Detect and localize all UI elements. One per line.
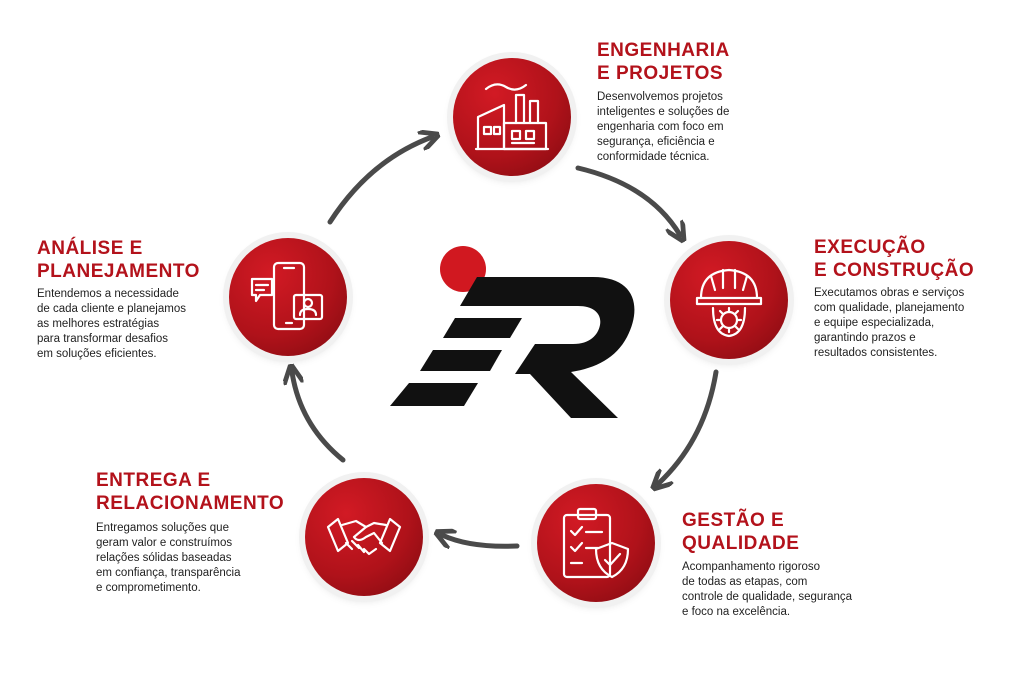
clipboard-shield-icon <box>562 507 630 579</box>
logo-red-dot <box>440 246 486 292</box>
arrow-entrega-to-analise <box>292 372 346 463</box>
arrow-engenharia-to-execucao <box>575 165 680 235</box>
step-analise-description: Entendemos a necessidade de cada cliente… <box>37 288 186 360</box>
step-gestao-description: Acompanhamento rigoroso de todas as etap… <box>682 561 853 618</box>
step-execucao-title: EXECUÇÃO E CONSTRUÇÃO <box>814 237 975 281</box>
helmet-gear-icon <box>695 268 763 338</box>
step-execucao-description: Executamos obras e serviços com qualidad… <box>814 287 965 359</box>
step-entrega-title: ENTREGA E RELACIONAMENTO <box>96 470 285 514</box>
step-engenharia-description: Desenvolvemos projetos inteligentes e so… <box>597 91 730 163</box>
handshake-icon <box>326 517 402 556</box>
step-engenharia-circle <box>453 58 571 176</box>
step-entrega-description: Entregamos soluções que geram valor e co… <box>96 522 241 594</box>
logo-speed-stripe-3 <box>390 383 478 406</box>
step-analise-circle <box>229 238 347 356</box>
step-engenharia-title: ENGENHARIA E PROJETOS <box>597 40 730 84</box>
phone-chat-icon <box>250 261 324 331</box>
step-analise-title: ANÁLISE E PLANEJAMENTO <box>37 238 200 282</box>
logo-speed-stripe-2 <box>420 350 502 371</box>
arrow-execucao-to-gestao <box>658 369 719 484</box>
logo-speed-stripe-1 <box>443 318 522 338</box>
step-gestao-circle <box>537 484 655 602</box>
factory-icon <box>474 83 550 151</box>
step-gestao-title: GESTÃO E QUALIDADE <box>682 510 800 554</box>
arrow-analise-to-engenharia <box>327 137 432 225</box>
step-entrega-circle <box>305 478 423 596</box>
logo-letter-r <box>460 277 635 418</box>
arrow-gestao-to-entrega <box>442 535 520 546</box>
company-logo <box>390 246 635 418</box>
step-execucao-circle <box>670 241 788 359</box>
